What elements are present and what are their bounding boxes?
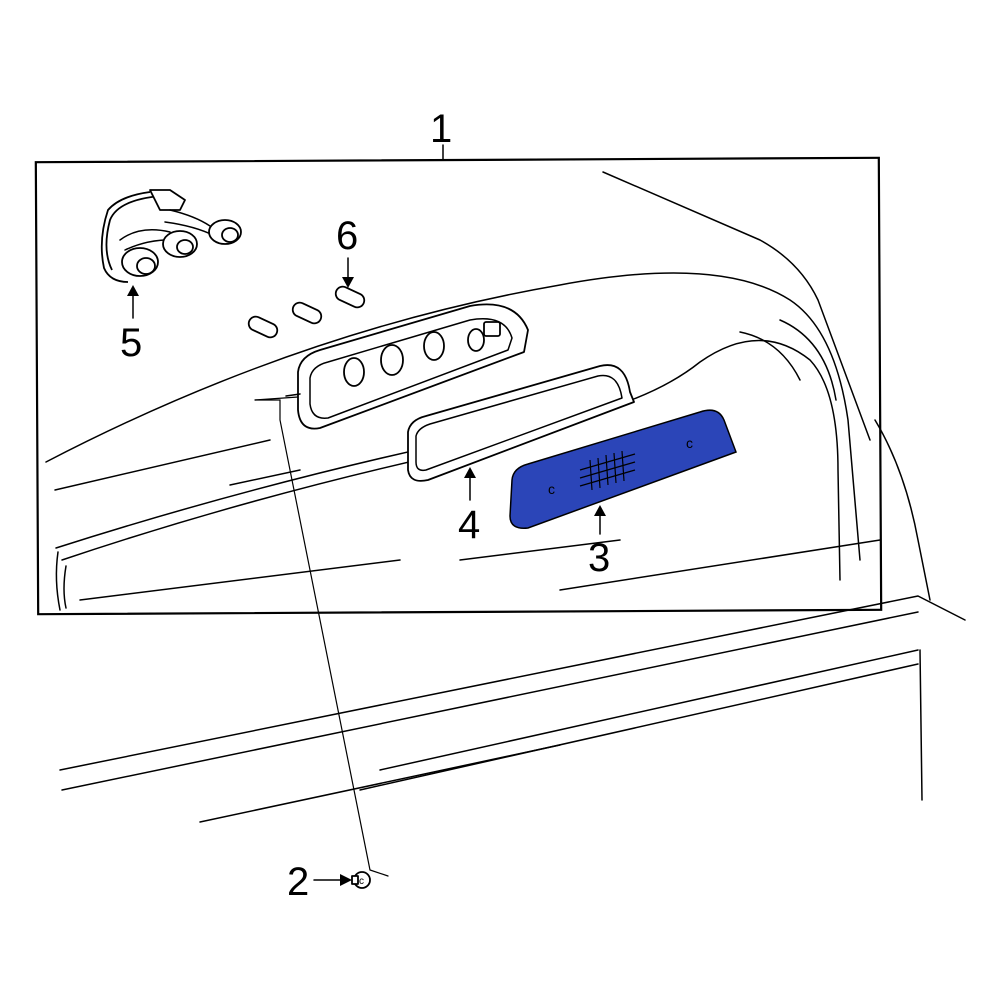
screw-leader-line bbox=[254, 399, 389, 877]
lens-part[interactable]: c c bbox=[509, 409, 737, 529]
callout-4: 4 bbox=[458, 503, 480, 547]
socket-3 bbox=[208, 219, 242, 245]
lens-mark-right: c bbox=[686, 435, 693, 451]
socket-1 bbox=[121, 247, 159, 277]
callout-3: 3 bbox=[588, 536, 610, 580]
lens-mark-left: c bbox=[548, 481, 555, 497]
callout-1: 1 bbox=[430, 107, 452, 151]
tailgate-outline bbox=[45, 272, 881, 611]
callout-6: 6 bbox=[336, 214, 358, 258]
detail-box-frame bbox=[34, 156, 883, 616]
bulbs-part bbox=[247, 285, 366, 339]
lens-grid bbox=[579, 450, 636, 491]
arrowhead-5 bbox=[127, 285, 139, 296]
arrowhead-4 bbox=[464, 467, 476, 478]
screw-mark: c bbox=[359, 876, 364, 887]
socket-2 bbox=[162, 230, 198, 258]
arrowhead-3 bbox=[594, 505, 606, 516]
wire-harness-part bbox=[100, 189, 242, 283]
vehicle-body-lines bbox=[59, 171, 966, 823]
lamp-housing-part bbox=[285, 303, 529, 430]
arrowhead-2 bbox=[340, 874, 352, 886]
callout-5: 5 bbox=[120, 321, 142, 365]
arrowhead-6 bbox=[342, 277, 354, 288]
screw-leader-tick bbox=[254, 396, 299, 401]
screw-part: c bbox=[351, 871, 371, 889]
callout-2: 2 bbox=[287, 860, 309, 904]
callout-labels: 1 2 3 4 5 6 bbox=[120, 107, 610, 904]
gasket-inner bbox=[415, 374, 623, 472]
callout-leaders bbox=[127, 144, 606, 886]
gasket-part bbox=[407, 364, 635, 482]
